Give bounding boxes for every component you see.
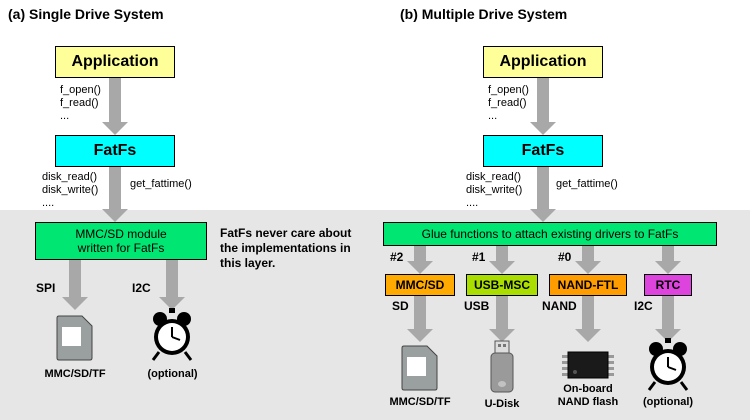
left-call-diskread: disk_read() [42,171,98,183]
left-mmcsd-module-label: MMC/SD module written for FatFs [75,227,167,255]
right-call-dots: .... [466,197,479,209]
left-arrow-i2c [159,260,185,310]
usb-drive-icon [487,340,517,399]
right-card-label: MMC/SD/TF [389,396,451,408]
left-mmcsd-module-box: MMC/SD module written for FatFs [35,222,207,260]
sd-card-icon [400,344,440,397]
left-call-dots: .... [42,197,55,209]
right-arrow-app-to-fatfs [530,78,556,135]
left-bus-spi: SPI [36,281,56,295]
nand-label: On-board NAND flash [557,383,619,408]
glue-functions-box: Glue functions to attach existing driver… [383,222,717,246]
arrow-usbmsc-to-udisk [489,296,515,342]
left-optional-label: (optional) [147,368,198,380]
left-call-fopen: f_open() [60,84,101,96]
left-application-box: Application [55,46,175,78]
bus-label-nand: NAND [542,299,577,313]
arrow-nandftl-to-nand [575,296,601,342]
left-title: (a) Single Drive System [8,6,164,22]
sd-card-icon [55,314,95,367]
arrow-glue-to-nandftl [575,246,601,274]
left-bus-i2c: I2C [132,281,151,295]
right-call-diskwrite: disk_write() [466,184,523,196]
nand-chip-icon [562,350,614,385]
left-card-label: MMC/SD/TF [44,368,106,380]
arrow-glue-to-usbmsc [489,246,515,274]
bus-label-sd: SD [392,299,409,313]
volume-number-1: #1 [472,250,486,264]
alarm-clock-icon [644,338,692,399]
right-fatfs-box: FatFs [483,135,603,167]
left-arrow-fatfs-to-module [102,167,128,222]
left-call-diskwrite: disk_write() [42,184,99,196]
right-title: (b) Multiple Drive System [400,6,568,22]
arrow-glue-to-rtc [655,246,681,274]
volume-number-2: #2 [390,250,404,264]
bus-label-usb: USB [464,299,490,313]
driver-box-mmcsd: MMC/SD [385,274,455,296]
right-call-fread: f_read() [488,97,527,109]
right-call-more: ... [488,110,498,122]
bus-label-i2c: I2C [634,299,653,313]
right-arrow-fatfs-to-glue [530,167,556,222]
layer-note: FatFs never care about the implementatio… [220,226,352,270]
left-arrow-spi [62,260,88,310]
arrow-mmcsd-to-card [407,296,433,342]
driver-box-nandftl: NAND-FTL [549,274,627,296]
arrow-glue-to-mmcsd [407,246,433,274]
driver-box-usbmsc: USB-MSC [466,274,538,296]
left-arrow-app-to-fatfs [102,78,128,135]
arrow-rtc-to-clock [655,296,681,342]
right-optional-label: (optional) [642,396,694,408]
driver-box-rtc: RTC [644,274,692,296]
left-call-fread: f_read() [60,97,99,109]
udisk-label: U-Disk [484,398,520,410]
alarm-clock-icon [148,308,196,369]
right-call-diskread: disk_read() [466,171,522,183]
right-application-box: Application [483,46,603,78]
right-call-getfattime: get_fattime() [556,178,618,190]
left-call-getfattime: get_fattime() [130,178,192,190]
left-fatfs-box: FatFs [55,135,175,167]
volume-number-0: #0 [558,250,572,264]
right-call-fopen: f_open() [488,84,529,96]
left-call-more: ... [60,110,70,122]
